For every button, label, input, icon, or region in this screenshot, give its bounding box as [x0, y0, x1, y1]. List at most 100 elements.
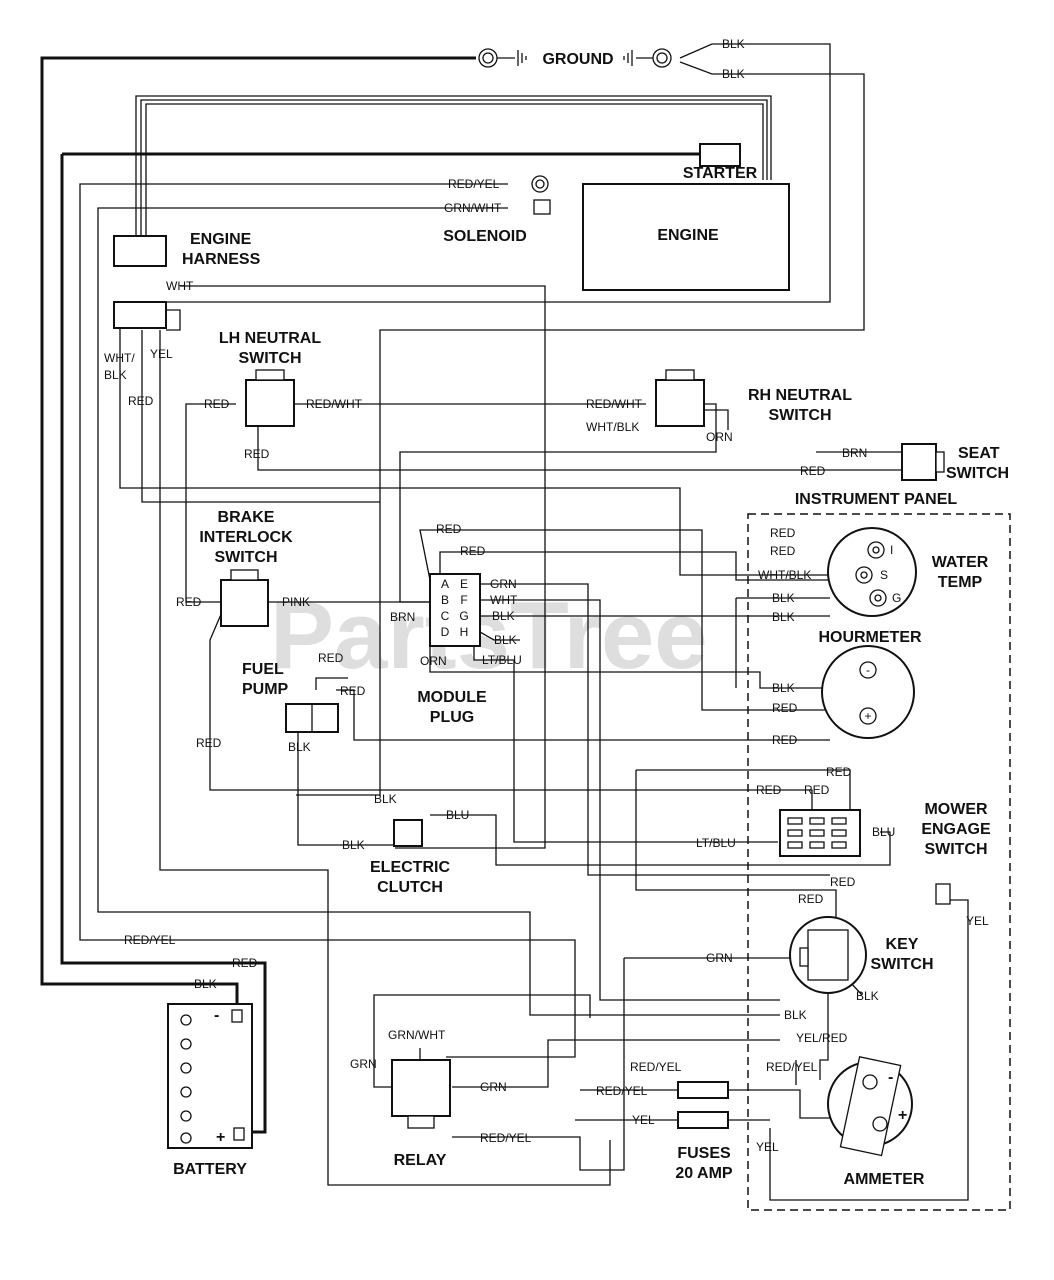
- svg-text:RED: RED: [756, 783, 782, 797]
- battery-cells: [180, 1014, 192, 1144]
- svg-text:YEL: YEL: [150, 347, 173, 361]
- ammeter-label: AMMETER: [844, 1171, 925, 1188]
- svg-text:C: C: [441, 609, 450, 623]
- svg-text:BLK: BLK: [342, 838, 365, 852]
- svg-text:BLK: BLK: [722, 67, 745, 81]
- svg-text:RED: RED: [798, 892, 824, 906]
- fuse-1: [677, 1081, 729, 1099]
- seat-switch-label-1: SEAT: [958, 445, 1000, 462]
- module-plug-body: [429, 573, 481, 647]
- wires: [40, 43, 969, 1201]
- svg-text:D: D: [441, 625, 450, 639]
- brake-label-2: INTERLOCK: [199, 529, 293, 546]
- svg-text:GRN: GRN: [490, 577, 517, 591]
- svg-text:BLK: BLK: [494, 633, 517, 647]
- battery-pos: +: [216, 1129, 225, 1146]
- svg-text:H: H: [460, 625, 469, 639]
- engine-harness-label-1: ENGINE: [190, 231, 252, 248]
- water-temp-terminal-s: S: [880, 568, 888, 582]
- svg-text:A: A: [441, 577, 449, 591]
- svg-text:BLK: BLK: [374, 792, 397, 806]
- fuse-2: [677, 1111, 729, 1129]
- svg-text:E: E: [460, 577, 468, 591]
- svg-text:ORN: ORN: [706, 430, 733, 444]
- rh-neutral-label-2: SWITCH: [768, 407, 831, 424]
- lh-neutral-label-1: LH NEUTRAL: [219, 330, 321, 347]
- rh-neutral-label-1: RH NEUTRAL: [748, 387, 852, 404]
- rh-neutral-switch-body: [655, 379, 705, 427]
- hourmeter-label: HOURMETER: [818, 629, 922, 646]
- engine-harness-label-2: HARNESS: [182, 251, 261, 268]
- engine-body: [582, 183, 790, 291]
- hourmeter-gauge: [821, 645, 915, 739]
- electric-clutch-label-2: CLUTCH: [377, 879, 443, 896]
- svg-text:RED: RED: [804, 783, 830, 797]
- svg-text:ORN: ORN: [420, 654, 447, 668]
- svg-text:RED/YEL: RED/YEL: [448, 177, 500, 191]
- fuses-label-1: FUSES: [677, 1145, 731, 1162]
- watermark: PartsTree: [270, 582, 708, 689]
- ground-symbol: [478, 48, 672, 68]
- svg-text:BLK: BLK: [856, 989, 879, 1003]
- svg-text:RED: RED: [318, 651, 344, 665]
- svg-text:WHT/BLK: WHT/BLK: [758, 568, 811, 582]
- key-switch-label-1: KEY: [886, 936, 919, 953]
- svg-text:GRN: GRN: [480, 1080, 507, 1094]
- hourmeter-neg: -: [866, 663, 870, 677]
- seat-switch-body: [901, 443, 937, 481]
- svg-text:RED/YEL: RED/YEL: [480, 1131, 532, 1145]
- svg-text:RED/YEL: RED/YEL: [124, 933, 176, 947]
- svg-text:WHT: WHT: [166, 279, 194, 293]
- svg-text:RED: RED: [436, 522, 462, 536]
- mower-engage-contacts: [787, 817, 847, 849]
- svg-text:BRN: BRN: [842, 446, 867, 460]
- battery-neg: -: [214, 1007, 219, 1024]
- svg-text:F: F: [460, 593, 467, 607]
- svg-text:RED/WHT: RED/WHT: [306, 397, 363, 411]
- lh-neutral-label-2: SWITCH: [238, 350, 301, 367]
- svg-text:BLK: BLK: [772, 681, 795, 695]
- svg-text:RED: RED: [460, 544, 486, 558]
- svg-text:YEL/RED: YEL/RED: [796, 1031, 848, 1045]
- brake-label-3: SWITCH: [214, 549, 277, 566]
- engine-harness-connector: [113, 235, 167, 267]
- battery-body: [167, 1003, 253, 1149]
- svg-text:RED: RED: [830, 875, 856, 889]
- engine-harness-plug: [113, 301, 167, 329]
- svg-text:RED: RED: [196, 736, 222, 750]
- fuel-pump-label-2: PUMP: [242, 681, 289, 698]
- svg-text:BLK: BLK: [722, 37, 745, 51]
- svg-text:BLK: BLK: [784, 1008, 807, 1022]
- svg-text:GRN/WHT: GRN/WHT: [444, 201, 502, 215]
- svg-text:LT/BLU: LT/BLU: [696, 836, 736, 850]
- seat-switch-label-2: SWITCH: [946, 465, 1009, 482]
- svg-text:BLK: BLK: [288, 740, 311, 754]
- svg-text:BLK: BLK: [772, 610, 795, 624]
- svg-text:YEL: YEL: [966, 914, 989, 928]
- svg-text:RED: RED: [128, 394, 154, 408]
- lh-neutral-switch-body: [245, 379, 295, 427]
- svg-text:GRN/WHT: GRN/WHT: [388, 1028, 446, 1042]
- fuel-pump-label-1: FUEL: [242, 661, 284, 678]
- svg-text:RED: RED: [770, 544, 796, 558]
- svg-text:RED/YEL: RED/YEL: [766, 1060, 818, 1074]
- svg-text:G: G: [459, 609, 468, 623]
- electric-clutch-label-1: ELECTRIC: [370, 859, 450, 876]
- mower-engage-label-1: MOWER: [924, 801, 988, 818]
- relay-body: [391, 1059, 451, 1117]
- svg-text:RED/WHT: RED/WHT: [586, 397, 643, 411]
- svg-text:RED/YEL: RED/YEL: [596, 1084, 648, 1098]
- solenoid-label: SOLENOID: [443, 228, 527, 245]
- svg-text:BRN: BRN: [390, 610, 415, 624]
- water-temp-terminal-i: I: [890, 543, 893, 557]
- water-temp-label-2: TEMP: [938, 574, 983, 591]
- relay-label: RELAY: [394, 1152, 447, 1169]
- brake-label-1: BRAKE: [218, 509, 275, 526]
- module-plug-label-2: PLUG: [430, 709, 474, 726]
- mower-engage-label-2: ENGAGE: [921, 821, 991, 838]
- svg-text:BLK: BLK: [492, 609, 515, 623]
- svg-text:RED: RED: [772, 733, 798, 747]
- svg-text:RED/YEL: RED/YEL: [630, 1060, 682, 1074]
- svg-text:GRN: GRN: [706, 951, 733, 965]
- ammeter-pos: +: [898, 1107, 907, 1124]
